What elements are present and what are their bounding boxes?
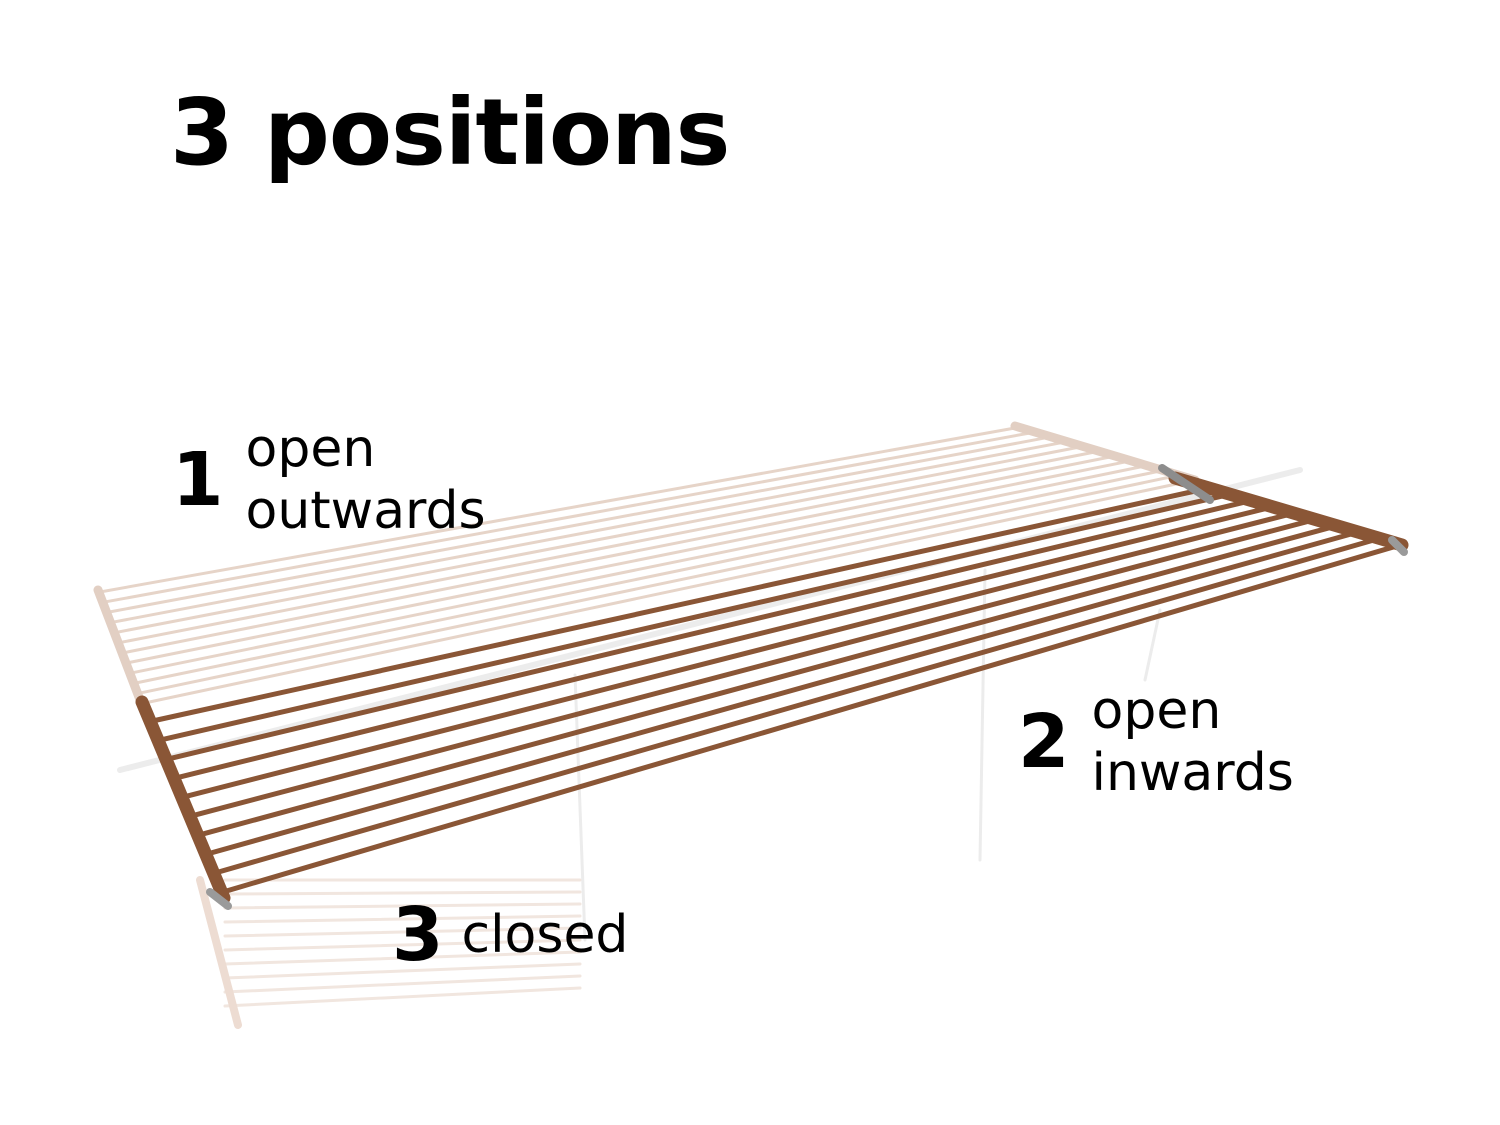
end-cap — [1388, 536, 1408, 556]
closed-rail — [223, 926, 582, 938]
closed-rail — [223, 962, 582, 980]
inward-rail — [187, 518, 1314, 819]
closed-end-bar — [196, 876, 242, 1029]
outward-rail — [138, 478, 1197, 706]
wall-edge — [573, 673, 587, 942]
position-1-label: 1 open outwards — [172, 418, 486, 542]
position-3-number: 3 — [392, 892, 444, 978]
inward-rail — [203, 530, 1359, 857]
outward-rail — [116, 450, 1099, 645]
position-3-description: closed — [462, 904, 629, 966]
outward-end-bar — [93, 585, 147, 710]
position-1-number: 1 — [172, 437, 224, 523]
inward-rail — [178, 511, 1292, 801]
closed-rail — [223, 914, 582, 924]
inward-end-bar — [1168, 471, 1409, 552]
outward-rail — [113, 445, 1082, 635]
highlighted-rack-position — [135, 464, 1409, 910]
closed-rail — [223, 974, 582, 994]
closed-rail — [223, 938, 582, 952]
position-3-label: 3 closed — [392, 898, 628, 972]
closed-rail — [223, 890, 582, 896]
outward-rail — [109, 440, 1066, 625]
position-1-description: open outwards — [246, 418, 486, 542]
position-2-number: 2 — [1018, 699, 1070, 785]
inward-rail — [195, 524, 1336, 838]
outward-rail — [105, 435, 1050, 614]
position-1-line1: open — [245, 419, 376, 479]
position-2-description: open inwards — [1092, 680, 1294, 804]
position-2-label: 2 open inwards — [1018, 680, 1294, 804]
closed-rail — [223, 902, 582, 910]
wall-edge — [1143, 608, 1162, 682]
position-1-line2: outwards — [245, 481, 486, 541]
inward-rail — [220, 542, 1403, 895]
outward-rail — [120, 454, 1115, 655]
end-cap — [206, 888, 232, 910]
outward-rail — [131, 469, 1164, 686]
outward-rail — [127, 464, 1148, 675]
position-2-line2: inwards — [1091, 743, 1294, 803]
inward-rail — [162, 499, 1247, 763]
outward-rail — [98, 426, 1017, 594]
hinge-bracket — [1158, 464, 1214, 504]
outward-rail — [102, 431, 1033, 604]
outward-rail — [134, 473, 1181, 696]
closed-rail — [223, 950, 582, 966]
inward-rail — [212, 536, 1381, 876]
wall-edge — [978, 568, 987, 862]
page-title: 3 positions — [170, 79, 730, 186]
inward-rail — [153, 493, 1225, 744]
position-2-line1: open — [1091, 681, 1222, 741]
closed-rail — [223, 986, 582, 1008]
outward-rail — [123, 459, 1132, 665]
inward-rail — [170, 505, 1270, 782]
wall-bracket — [117, 467, 1303, 773]
inward-end-bar — [135, 695, 231, 905]
position-3-line1: closed — [461, 905, 629, 965]
inward-rail — [145, 487, 1203, 725]
